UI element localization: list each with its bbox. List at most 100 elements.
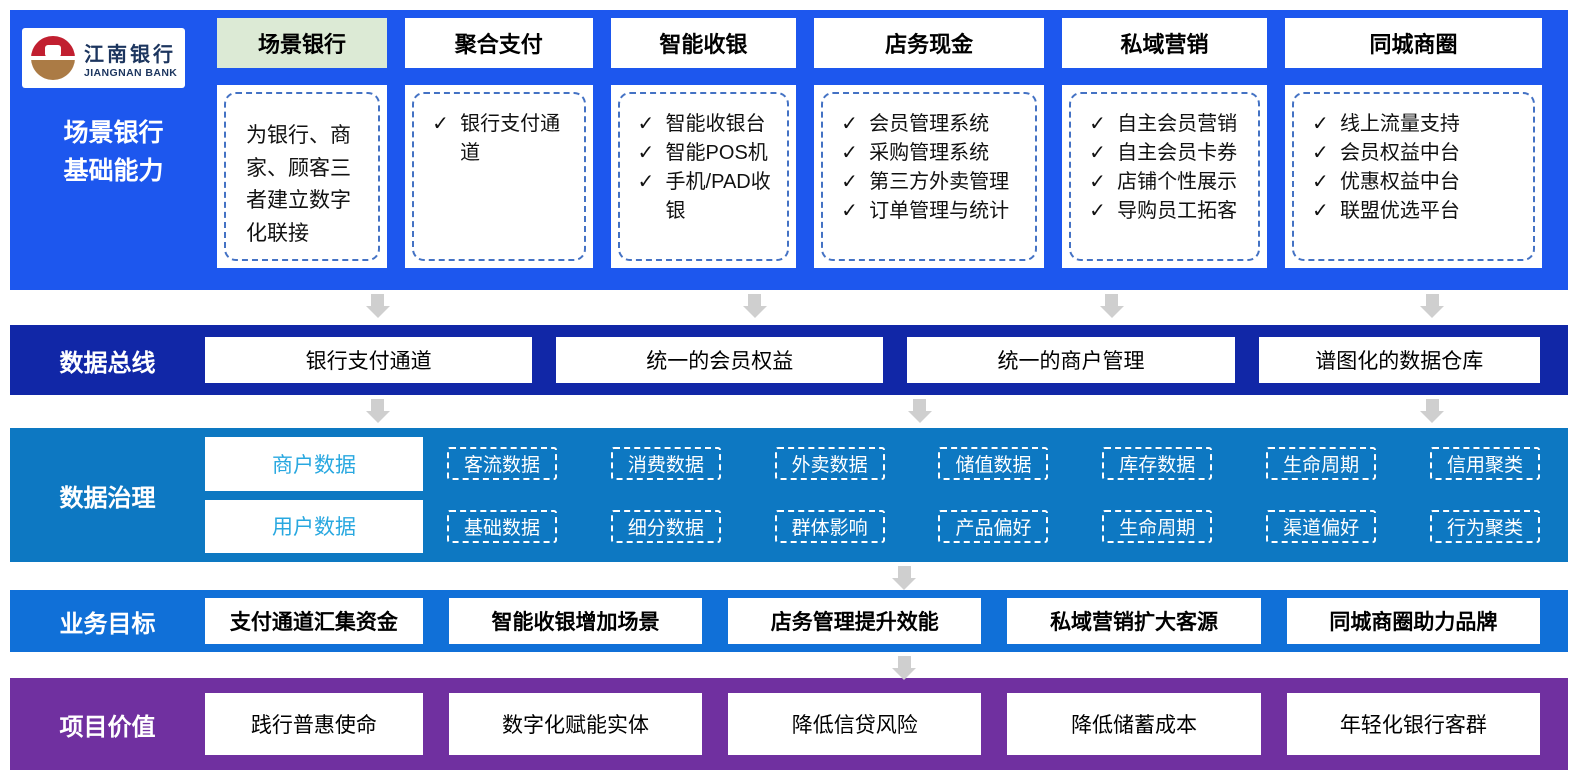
business-goal-boxes: 支付通道汇集资金智能收银增加场景店务管理提升效能私域营销扩大客源同城商圈助力品牌	[205, 598, 1568, 644]
down-arrow-icon	[365, 399, 390, 423]
data-tag: 外卖数据	[774, 447, 885, 481]
capability-column: 同城商圈✓线上流量支持✓会员权益中台✓优惠权益中台✓联盟优选平台	[1284, 18, 1542, 268]
project-value-box: 降低储蓄成本	[1007, 693, 1261, 755]
datagov-tag-list: 基础数据细分数据群体影响产品偏好生命周期渠道偏好行为聚类	[447, 500, 1540, 554]
capability-card: ✓ 智能收银台 ✓智能POS机 ✓ 手机/PAD收银	[610, 85, 797, 268]
capability-card: ✓线上流量支持✓会员权益中台✓优惠权益中台✓联盟优选平台	[1284, 85, 1542, 268]
capability-item: ✓优惠权益中台	[1304, 168, 1527, 197]
down-arrow-stem	[897, 656, 911, 668]
data-tag: 信用聚类	[1429, 447, 1540, 481]
capability-item: ✓店铺个性展示	[1081, 168, 1252, 197]
capability-item: ✓智能POS机	[630, 139, 782, 168]
arrow-gap-2	[10, 395, 1568, 428]
check-icon: ✓	[841, 171, 858, 193]
databus-band: 数据总线 银行支付通道统一的会员权益统一的商户管理谱图化的数据仓库	[10, 325, 1568, 395]
check-icon: ✓	[841, 113, 858, 135]
data-tag: 行为聚类	[1429, 509, 1540, 543]
bank-logo: 江南银行 JIANGNAN BANK	[22, 28, 185, 88]
column-header: 店务现金	[814, 18, 1045, 68]
business-goal-box: 支付通道汇集资金	[205, 598, 423, 644]
down-arrow-head	[365, 411, 390, 423]
databus-boxes: 银行支付通道统一的会员权益统一的商户管理谱图化的数据仓库	[205, 337, 1568, 383]
data-tag: 库存数据	[1102, 447, 1213, 481]
capability-item-text: 采购管理系统	[869, 142, 990, 164]
check-icon: ✓	[1311, 113, 1329, 135]
capability-item: ✓自主会员营销	[1081, 110, 1252, 139]
datagov-category-box: 用户数据	[205, 499, 423, 553]
capability-item-text: 智能POS机	[665, 142, 768, 164]
data-tag: 基础数据	[447, 509, 557, 543]
down-arrow-head	[1420, 411, 1445, 423]
capability-item: ✓第三方外卖管理	[833, 168, 1029, 197]
datagov-rows: 商户数据客流数据消费数据外卖数据储值数据库存数据生命周期信用聚类用户数据基础数据…	[205, 428, 1568, 562]
data-tag: 生命周期	[1266, 447, 1377, 481]
project-value-box: 践行普惠使命	[205, 693, 423, 755]
capability-item-text: 线上流量支持	[1339, 113, 1460, 135]
datagov-category-box: 商户数据	[205, 437, 423, 491]
capability-card: ✓银行支付通道	[405, 85, 593, 268]
down-arrow-stem	[913, 399, 927, 411]
down-arrow-icon	[1420, 399, 1445, 423]
arrow-gap-4	[10, 652, 1568, 680]
capability-card: ✓会员管理系统✓采购管理系统✓第三方外卖管理✓订单管理与统计	[814, 85, 1045, 268]
check-icon: ✓	[637, 171, 655, 193]
project-value-label: 项目价值	[59, 713, 156, 741]
capability-column: 智能收银✓智能收银台✓智能POS机✓手机/PAD收银	[610, 18, 797, 268]
capability-item-text: 手机/PAD收银	[665, 171, 771, 222]
capability-card: 为银行、商家、顾客三者建立数字化联接	[217, 85, 388, 268]
down-arrow-stem	[897, 566, 911, 578]
capability-card-body: ✓银行支付通道	[412, 92, 586, 261]
down-arrow-head	[1420, 306, 1445, 318]
bank-name-cn: 江南银行	[84, 43, 176, 66]
down-arrow-stem	[1425, 294, 1439, 306]
down-arrow-icon	[742, 294, 767, 318]
capability-card-body: ✓自主会员营销✓自主会员卡券✓店铺个性展示✓导购员工拓客	[1069, 92, 1260, 261]
down-arrow-head	[1099, 306, 1124, 318]
business-goal-box: 店务管理提升效能	[728, 598, 982, 644]
capability-item-text: 银行支付通道	[460, 113, 561, 164]
capability-item-text: 导购员工拓客	[1117, 200, 1238, 222]
capability-column: 私域营销✓自主会员营销✓自主会员卡券✓店铺个性展示✓导购员工拓客	[1062, 18, 1267, 268]
capability-item-text: 会员权益中台	[1339, 142, 1460, 164]
check-icon: ✓	[1089, 171, 1106, 193]
down-arrow-stem	[1105, 294, 1118, 306]
capability-item-text: 智能收银台	[665, 113, 766, 135]
project-value-box: 数字化赋能实体	[448, 693, 703, 755]
down-arrow-stem	[371, 294, 385, 306]
business-goal-box: 私域营销扩大客源	[1007, 598, 1261, 644]
project-value-boxes: 践行普惠使命数字化赋能实体降低信贷风险降低储蓄成本年轻化银行客群	[205, 693, 1568, 755]
down-arrow-stem	[371, 399, 385, 411]
project-value-box: 年轻化银行客群	[1286, 693, 1541, 755]
capability-card-body: ✓ 智能收银台 ✓智能POS机 ✓ 手机/PAD收银	[617, 92, 790, 261]
databus-box: 谱图化的数据仓库	[1258, 337, 1540, 383]
check-icon: ✓	[841, 200, 858, 222]
check-icon: ✓	[1311, 200, 1329, 222]
down-arrow-head	[907, 411, 932, 423]
down-arrow-stem	[1425, 399, 1439, 411]
bank-logo-text: 江南银行 JIANGNAN BANK	[84, 38, 177, 79]
arrow-gap-1	[10, 290, 1568, 325]
business-goal-label: 业务目标	[59, 610, 156, 638]
data-tag: 生命周期	[1102, 509, 1213, 543]
capability-column: 场景银行为银行、商家、顾客三者建立数字化联接	[217, 18, 388, 268]
capability-item: ✓采购管理系统	[833, 139, 1029, 168]
capability-item-text: 优惠权益中台	[1339, 171, 1460, 193]
data-tag: 储值数据	[938, 447, 1049, 481]
datagov-tag-list: 客流数据消费数据外卖数据储值数据库存数据生命周期信用聚类	[447, 437, 1540, 491]
check-icon: ✓	[1311, 142, 1329, 164]
check-icon: ✓	[637, 113, 655, 135]
down-arrow-head	[892, 578, 917, 590]
project-value-band: 项目价值 践行普惠使命数字化赋能实体降低信贷风险降低储蓄成本年轻化银行客群	[10, 678, 1568, 770]
down-arrow-stem	[748, 294, 762, 306]
column-header: 私域营销	[1062, 18, 1267, 68]
capability-card-body: ✓会员管理系统✓采购管理系统✓第三方外卖管理✓订单管理与统计	[821, 92, 1038, 261]
datagov-band: 数据治理 商户数据客流数据消费数据外卖数据储值数据库存数据生命周期信用聚类用户数…	[10, 428, 1568, 562]
capability-item: ✓导购员工拓客	[1081, 197, 1252, 226]
capability-card: ✓自主会员营销✓自主会员卡券✓店铺个性展示✓导购员工拓客	[1062, 85, 1267, 268]
capability-item-text: 会员管理系统	[869, 113, 990, 135]
capability-label-line1: 场景银行	[63, 119, 164, 147]
datagov-row: 用户数据基础数据细分数据群体影响产品偏好生命周期渠道偏好行为聚类	[205, 499, 1540, 554]
databus-box: 统一的商户管理	[907, 337, 1235, 383]
down-arrow-icon	[892, 656, 917, 680]
capability-item: ✓银行支付通道	[424, 110, 577, 168]
